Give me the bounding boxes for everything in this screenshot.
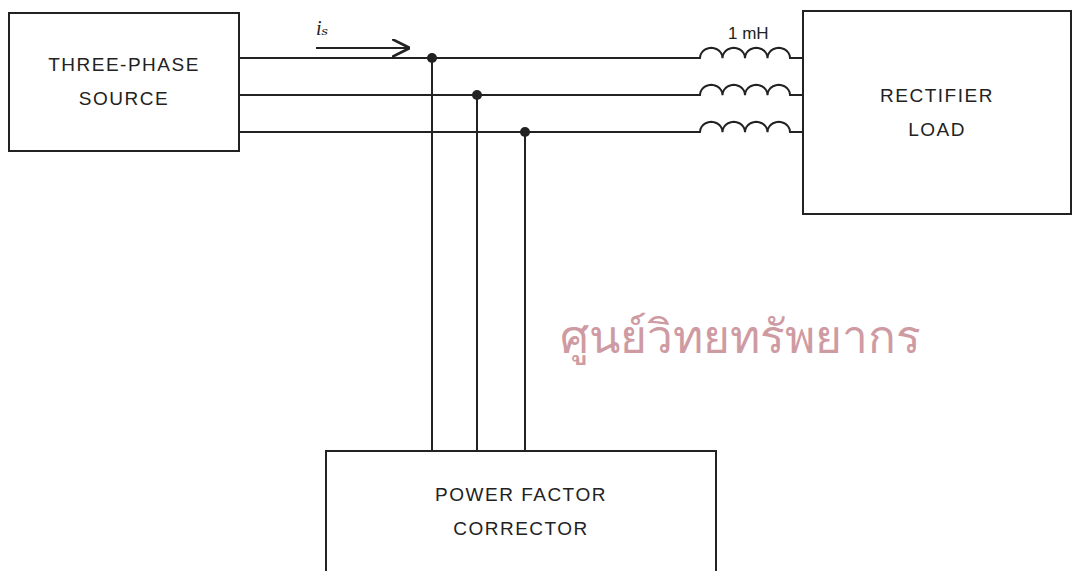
block-title: RECTIFIER LOAD bbox=[852, 79, 1022, 147]
block-box: THREE-PHASE SOURCE bbox=[8, 12, 240, 152]
power-wire bbox=[240, 95, 477, 450]
power-wire bbox=[240, 132, 525, 450]
junction-dot bbox=[520, 127, 530, 137]
junction-dot bbox=[427, 53, 437, 63]
inductance-value: 1 mH bbox=[728, 24, 769, 44]
block-title: THREE-PHASE SOURCE bbox=[39, 48, 209, 116]
junction-dot bbox=[472, 90, 482, 100]
current-label: iₛ bbox=[316, 16, 328, 40]
power-wire bbox=[240, 48, 802, 58]
current-arrow bbox=[316, 47, 408, 49]
block-title: POWER FACTOR CORRECTOR bbox=[396, 478, 646, 546]
watermark: ศูนย์วิทยทรัพยากร bbox=[560, 300, 921, 373]
power-wire bbox=[240, 58, 432, 450]
block-box: RECTIFIER LOAD bbox=[802, 10, 1072, 215]
power-wire bbox=[240, 85, 802, 95]
block-box: POWER FACTOR CORRECTOR bbox=[325, 450, 717, 571]
